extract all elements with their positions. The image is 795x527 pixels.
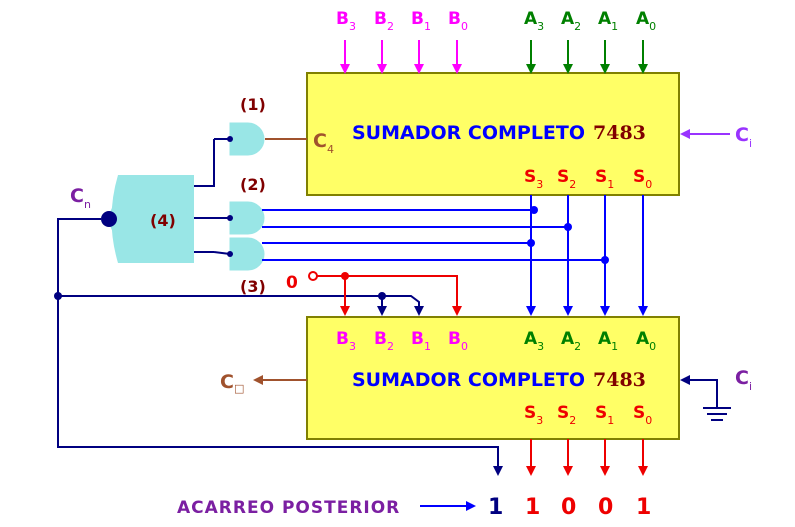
- result-digit-2: 0: [561, 495, 576, 520]
- top-s2-label: S2: [557, 167, 576, 191]
- gate-2-label: (2): [240, 175, 266, 194]
- s-to-gate-wiring: [262, 195, 648, 316]
- and-gate-2: [229, 201, 265, 235]
- acarreo-posterior-label: ACARREO POSTERIOR: [177, 498, 400, 518]
- bottom-b1-label: B1: [411, 329, 431, 353]
- top-adder-box: [306, 72, 680, 196]
- bottom-a2-label: A2: [561, 329, 581, 353]
- top-carry-out-label: C4: [313, 130, 334, 156]
- wire-cn-to-carry: [57, 218, 503, 476]
- bottom-carry-out-label: C□: [220, 371, 244, 395]
- junction-s3-b: [527, 239, 535, 247]
- cn-label: Cn: [70, 185, 91, 211]
- output-arrows: [526, 439, 648, 476]
- carry-digit: 1: [488, 495, 503, 520]
- result-digit-3: 1: [525, 495, 540, 520]
- bottom-b0-label: B0: [448, 329, 468, 353]
- top-s3-label: S3: [524, 167, 543, 191]
- top-b3-label: B3: [336, 9, 356, 33]
- zero-input-terminal: [308, 271, 318, 281]
- wire-gate1-to-or: [194, 139, 215, 187]
- bottom-adder-chip: 7483: [593, 369, 646, 391]
- zero-input-label: 0: [286, 273, 298, 293]
- top-a-input-arrows: [526, 40, 648, 74]
- and-gate-1: [229, 122, 265, 156]
- junction-zero: [341, 272, 349, 280]
- bottom-s1-label: S1: [595, 403, 614, 427]
- top-b2-label: B2: [374, 9, 394, 33]
- result-digit-0: 1: [636, 495, 651, 520]
- bottom-a-input-labels: A3 A2 A1 A0: [524, 329, 656, 353]
- top-a0-label: A0: [636, 9, 656, 33]
- top-a2-label: A2: [561, 9, 581, 33]
- bottom-b3-label: B3: [336, 329, 356, 353]
- bottom-a1-label: A1: [598, 329, 618, 353]
- wire-zero-b0: [317, 275, 462, 316]
- top-a3-label: A3: [524, 9, 544, 33]
- top-s-output-labels: S3 S2 S1 S0: [524, 167, 652, 191]
- wire-ground-ci: [680, 375, 718, 408]
- bottom-a3-label: A3: [524, 329, 544, 353]
- junction-s1: [601, 256, 609, 264]
- junction-s2: [564, 223, 572, 231]
- wire-cn-to-b1: [382, 295, 424, 316]
- top-a-input-labels: A3 A2 A1 A0: [524, 9, 656, 33]
- top-b1-label: B1: [411, 9, 431, 33]
- bottom-b2-label: B2: [374, 329, 394, 353]
- ground-wiring: [680, 375, 731, 421]
- bottom-carry-in-label: Ci: [735, 367, 752, 393]
- result-digit-1: 0: [598, 495, 613, 520]
- top-s1-label: S1: [595, 167, 614, 191]
- and-gate-3: [229, 237, 265, 271]
- top-adder-chip: 7483: [593, 122, 646, 144]
- top-carry-in-label: Ci: [735, 124, 752, 150]
- gate-4-label: (4): [150, 211, 176, 230]
- bottom-s2-label: S2: [557, 403, 576, 427]
- junction-s3-a: [530, 206, 538, 214]
- gate-3-label: (3): [240, 277, 266, 296]
- top-b-input-arrows: [340, 40, 462, 74]
- bottom-s-output-labels: S3 S2 S1 S0: [524, 403, 652, 427]
- bottom-s3-label: S3: [524, 403, 543, 427]
- top-b0-label: B0: [448, 9, 468, 33]
- gate-wiring: [57, 138, 503, 476]
- junction-b2: [378, 292, 386, 300]
- junction-gate3: [227, 251, 233, 257]
- top-s0-label: S0: [633, 167, 652, 191]
- top-adder-title: SUMADOR COMPLETO: [352, 122, 585, 144]
- junction-gate1: [227, 136, 233, 142]
- junction-gate2: [227, 215, 233, 221]
- bottom-adder-box: [306, 316, 680, 440]
- bottom-b-input-labels: B3 B2 B1 B0: [336, 329, 468, 353]
- or-gate-4-shape: [108, 175, 194, 263]
- or-gate-4-bubble: [101, 211, 117, 227]
- bottom-adder-title: SUMADOR COMPLETO: [352, 369, 585, 391]
- top-b-input-labels: B3 B2 B1 B0: [336, 9, 468, 33]
- zero-wiring: [317, 275, 462, 316]
- top-a1-label: A1: [598, 9, 618, 33]
- bottom-s0-label: S0: [633, 403, 652, 427]
- gate-1-label: (1): [240, 95, 266, 114]
- bottom-a0-label: A0: [636, 329, 656, 353]
- junction-cn: [54, 292, 62, 300]
